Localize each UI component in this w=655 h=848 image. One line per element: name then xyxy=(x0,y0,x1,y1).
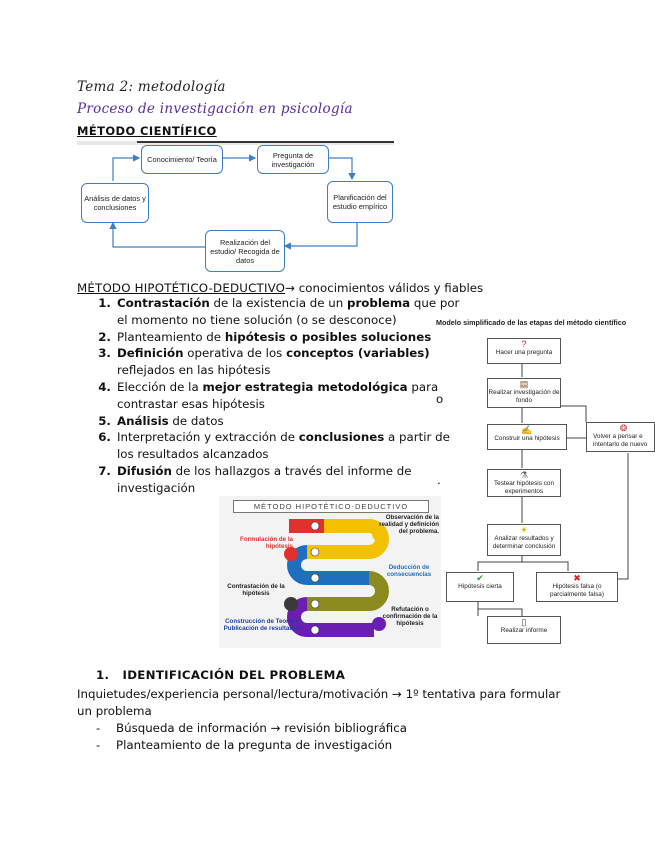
list-item: Contrastación de la existencia de un pro… xyxy=(115,295,460,329)
node-pregunta: Pregunta de investigación xyxy=(257,145,329,174)
hipotetico-deductivo-suffix: → conocimientos válidos y fiables xyxy=(285,281,484,295)
step-volver: ❂Volver a pensar e intentarlo de nuevo xyxy=(586,422,655,452)
list-item: Planteamiento de hipótesis o posibles so… xyxy=(115,329,460,346)
section-identificacion-heading: 1. IDENTIFICACIÓN DEL PROBLEMA xyxy=(96,668,346,682)
step-testear: ⚗Testear hipótesis con experimentos xyxy=(487,469,561,497)
lightbulb-icon: ☀ xyxy=(519,525,529,535)
step-pregunta: ?Hacer una pregunta xyxy=(487,338,561,364)
list-item: Análisis de datos xyxy=(115,413,460,430)
node-realizacion: Realización del estudio/ Recogida de dat… xyxy=(205,230,285,272)
simplified-model-title: Modelo simplificado de las etapas del mé… xyxy=(436,318,627,327)
question-icon: ? xyxy=(521,339,527,349)
label-formulacion: Formulación de la hipótesis xyxy=(240,536,293,550)
step-hipotesis: ✍Construir una hipótesis xyxy=(487,424,567,450)
list-item: Elección de la mejor estrategia metodoló… xyxy=(115,379,460,413)
hipotetico-deductivo-line: MÉTODO HIPOTÉTICO-DEDUCTIVO→ conocimient… xyxy=(77,280,483,297)
bullet-busqueda: Búsqueda de información → revisión bibli… xyxy=(116,721,407,735)
document-icon: ▯ xyxy=(521,617,527,627)
process-subtitle: Proceso de investigación en psicología xyxy=(77,101,353,117)
tema-title: Tema 2: metodología xyxy=(77,79,226,95)
bullet-dash: - xyxy=(96,738,101,752)
label-contrastacion: Contrastación de la hipótesis xyxy=(227,583,285,597)
steps-list: Contrastación de la existencia de un pro… xyxy=(77,295,460,497)
flask-icon: ⚗ xyxy=(519,470,529,480)
check-icon: ✔ xyxy=(476,573,484,583)
node-planificacion: Planificación del estudio empírico xyxy=(327,181,393,223)
hd-figure-title: MÉTODO HIPOTÉTICO-DEDUCTIVO xyxy=(233,500,429,513)
label-refutacion: Refutación o confirmación de la hipótesi… xyxy=(382,606,438,627)
hipotetico-deductivo-heading: MÉTODO HIPOTÉTICO-DEDUCTIVO xyxy=(77,281,286,295)
section-identificacion-text: Inquietudes/experiencia personal/lectura… xyxy=(77,687,561,718)
stray-o: o xyxy=(436,392,444,406)
hand-icon: ✍ xyxy=(521,425,533,435)
metodo-cientifico-heading: MÉTODO CIENTÍFICO xyxy=(77,124,217,138)
list-item: Difusión de los hallazgos a través del i… xyxy=(115,463,460,497)
step-investigacion: ▤Realizar investigación de fondo xyxy=(487,378,561,408)
cycle-arrows xyxy=(109,154,358,250)
label-observacion: Observación de la realidad y definición … xyxy=(379,514,439,535)
node-conocimiento: Conocimiento/ Teoría xyxy=(141,145,223,174)
step-cierta: ✔Hipótesis cierta xyxy=(446,572,514,602)
cross-icon: ✖ xyxy=(573,573,581,583)
stray-dot: . xyxy=(437,473,441,487)
step-falsa: ✖Hipótesis falsa (o parcialmente falsa) xyxy=(536,572,618,602)
list-item: Definición operativa de los conceptos (v… xyxy=(115,345,460,379)
label-deduccion: Deducción de consecuencias xyxy=(386,564,432,578)
scientific-cycle-diagram: Conocimiento/ Teoría Pregunta de investi… xyxy=(77,141,394,272)
hd-method-figure: MÉTODO HIPOTÉTICO-DEDUCTIVO Observación … xyxy=(219,496,441,648)
label-construccion: Construcción de Teoría y Publicación de … xyxy=(223,618,301,632)
bullet-planteamiento: Planteamiento de la pregunta de investig… xyxy=(116,738,393,752)
bullet-dash: - xyxy=(96,721,101,735)
simplified-model-figure: Modelo simplificado de las etapas del mé… xyxy=(436,318,655,646)
node-analisis: Análisis de datos y conclusiones xyxy=(81,183,149,223)
brain-icon: ❂ xyxy=(619,423,628,433)
step-informe: ▯Realizar informe xyxy=(487,616,561,644)
list-item: Interpretación y extracción de conclusio… xyxy=(115,429,460,463)
step-analizar: ☀Analizar resultados y determinar conclu… xyxy=(487,524,561,556)
book-icon: ▤ xyxy=(519,379,529,389)
hd-snake-path xyxy=(284,519,389,637)
